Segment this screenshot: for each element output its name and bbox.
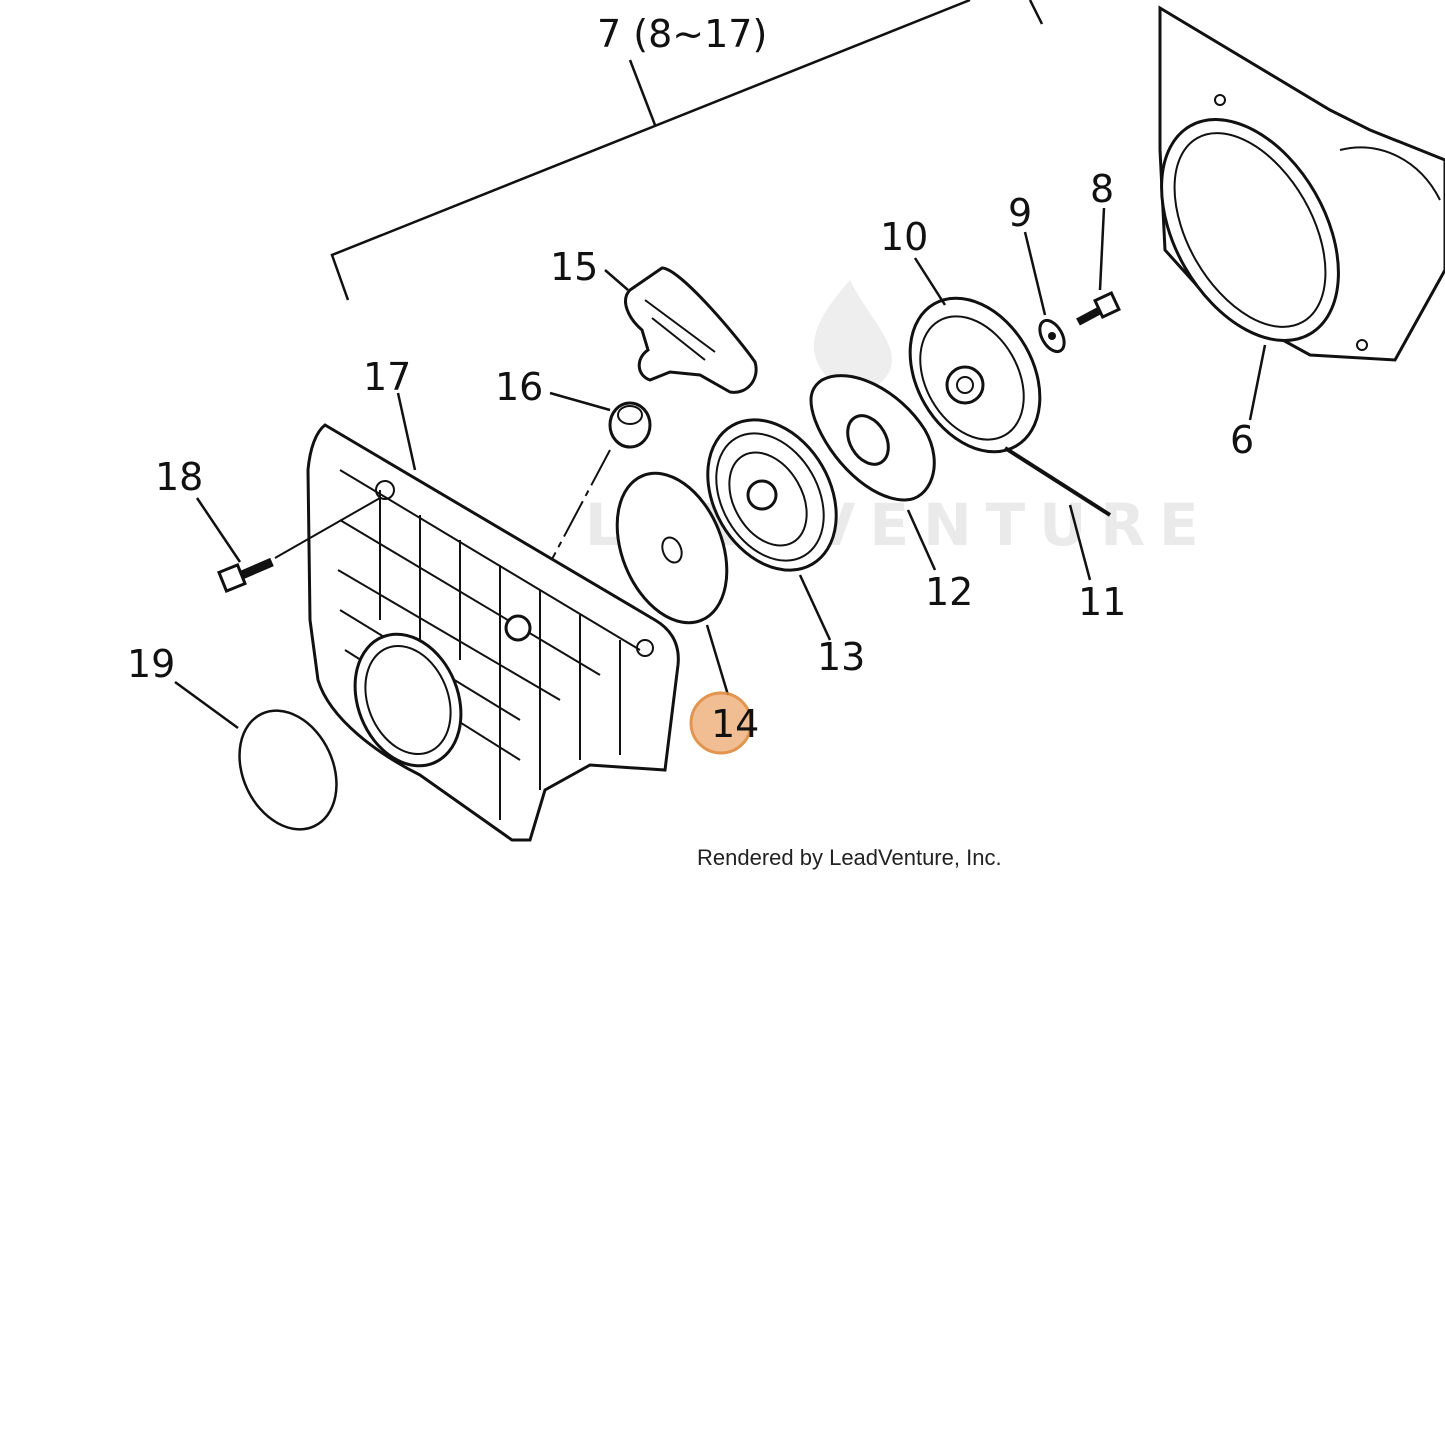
part-11-rope <box>1003 446 1112 581</box>
part-8-bolt <box>1076 207 1121 326</box>
highlight-marker <box>689 691 753 755</box>
credit-text: Rendered by LeadVenture, Inc. <box>697 845 1002 870</box>
part-17-cover <box>306 392 680 842</box>
callout-13: 13 <box>817 635 865 679</box>
callout-16: 16 <box>495 365 543 409</box>
part-12-plate <box>809 374 937 571</box>
callout-6: 6 <box>1230 418 1254 462</box>
callout-12: 12 <box>925 570 973 614</box>
part-14-disc <box>615 471 730 696</box>
part-18-screw <box>195 497 381 593</box>
callout-11: 11 <box>1078 580 1126 624</box>
part-13-reel <box>706 418 838 641</box>
part-10-pulley <box>908 257 1042 454</box>
part-6-housing <box>1158 5 1445 421</box>
part-19-ring <box>174 680 338 831</box>
callout-19: 19 <box>127 642 175 686</box>
callout-10: 10 <box>880 215 928 259</box>
part-16-grommet <box>524 391 652 611</box>
callout-8: 8 <box>1090 167 1114 211</box>
callout-14: 14 <box>711 702 759 746</box>
callout-17: 17 <box>363 355 411 399</box>
part-15-handle <box>604 266 758 394</box>
group-bracket <box>330 0 1044 301</box>
callout-9: 9 <box>1008 191 1032 235</box>
group-label: 7 (8~17) <box>597 12 767 56</box>
part-9-washer <box>1023 231 1066 354</box>
callout-18: 18 <box>155 455 203 499</box>
callout-15: 15 <box>550 245 598 289</box>
